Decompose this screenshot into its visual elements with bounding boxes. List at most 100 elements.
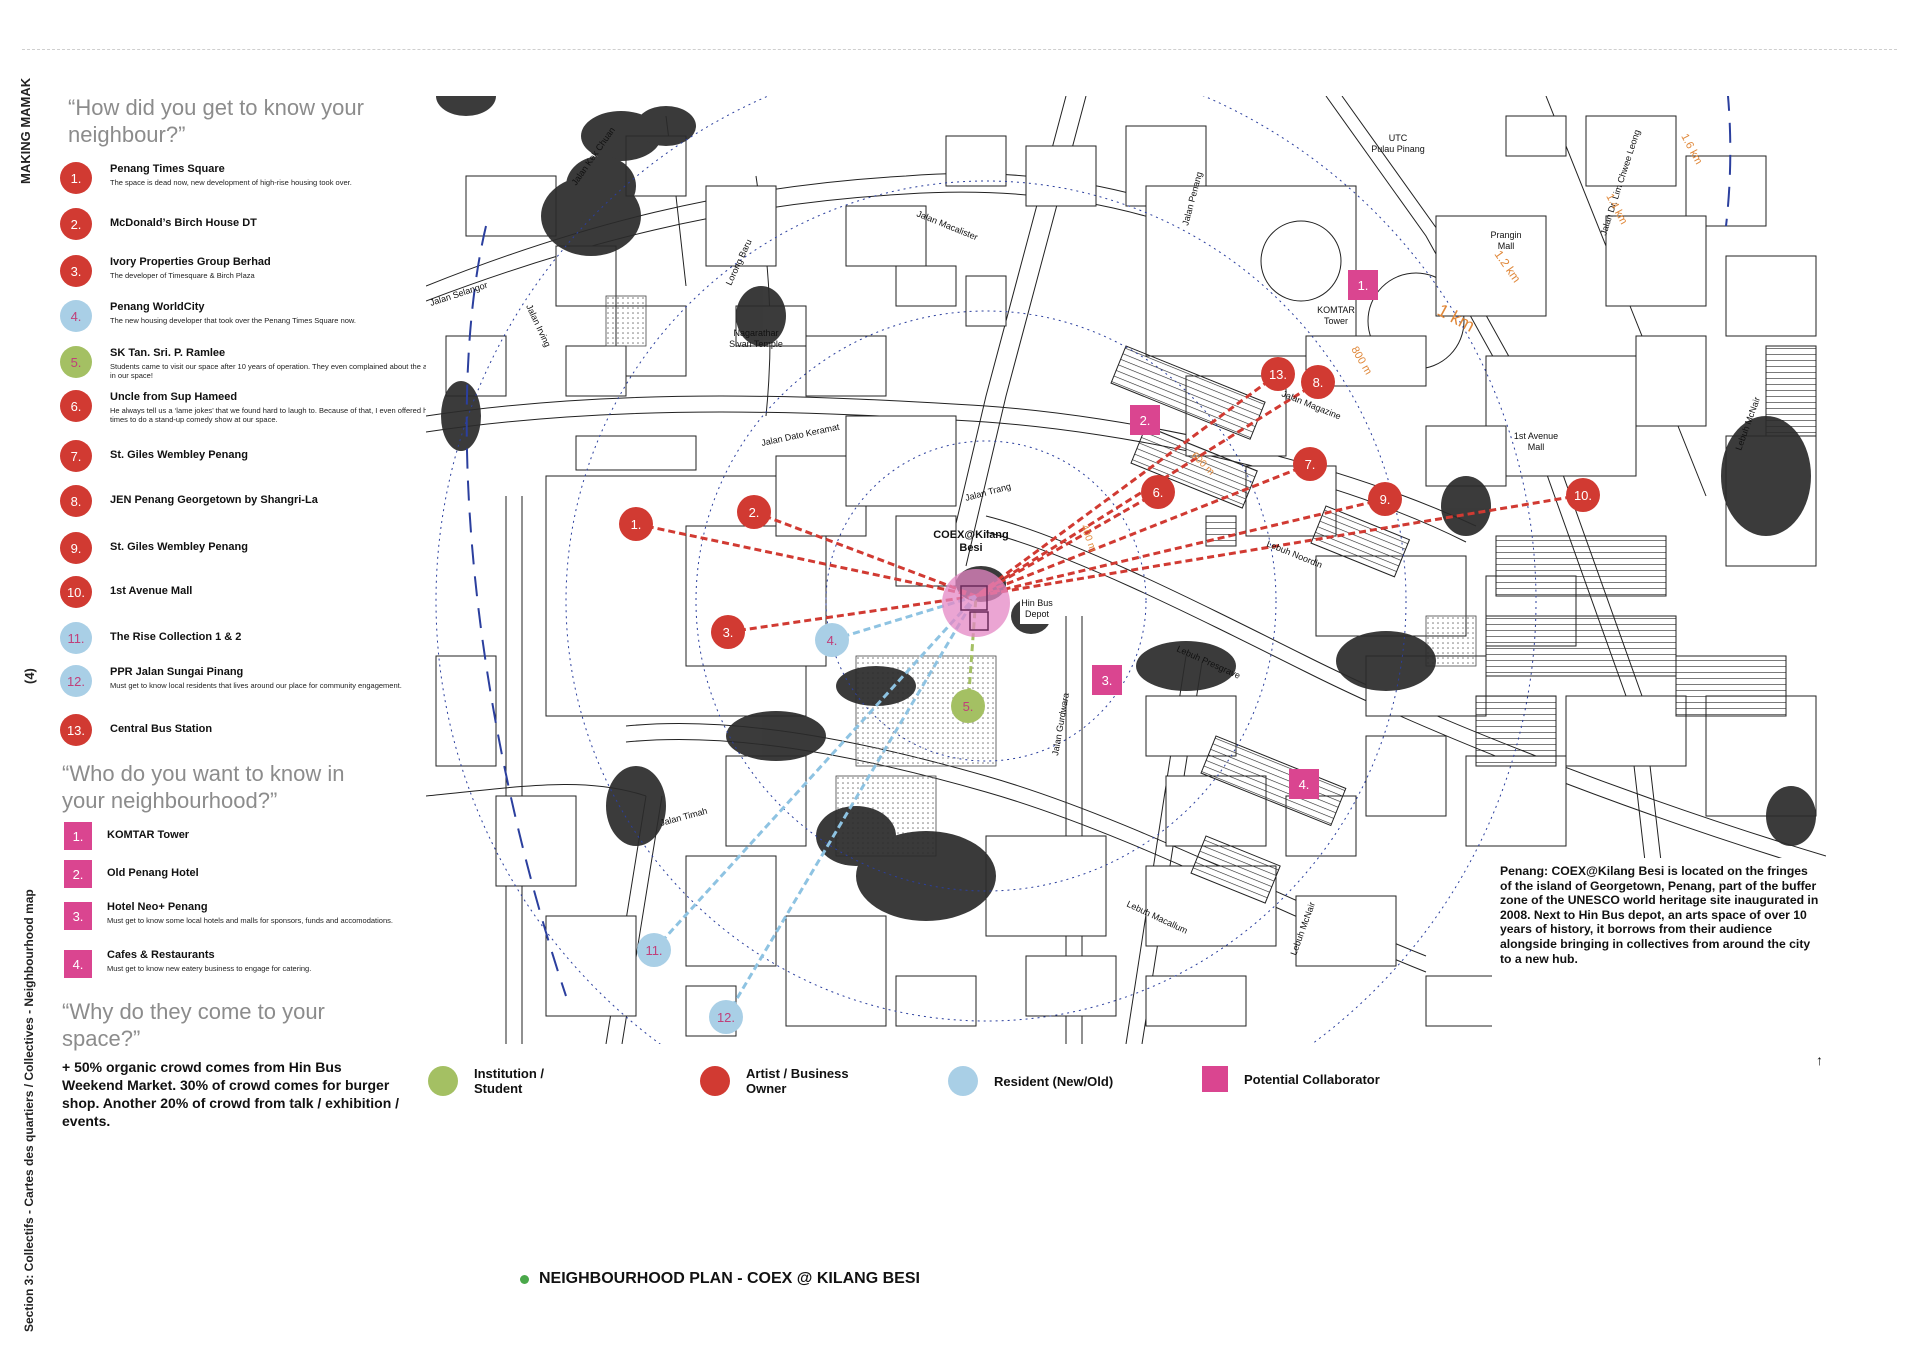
map-markers: 1.2.3.4.5.6.7.8.9.10.11.12.13.1.2.3.4. (619, 270, 1600, 1034)
legend-marker: 4. (60, 300, 92, 332)
map-marker (637, 933, 671, 967)
map-marker-label: 11. (645, 943, 662, 958)
legend-item-name: SK Tan. Sri. P. Ramlee (110, 347, 226, 359)
legend-item: 7. St. Giles Wembley Penang (60, 440, 420, 476)
legend-item-name: Penang Times Square (110, 163, 225, 175)
map-marker-label: 3. (1102, 673, 1113, 688)
first-avenue-label: 1st Avenue (1514, 431, 1558, 441)
legend-item: 9. St. Giles Wembley Penang (60, 532, 420, 568)
collaborator-desc: Must get to know new eatery business to … (107, 964, 312, 973)
legend-item-desc: The new housing developer that took over… (110, 316, 356, 325)
top-divider (22, 49, 1897, 50)
legend-item-name: Ivory Properties Group Berhad (110, 256, 271, 268)
legend-item-name: Penang WorldCity (110, 301, 205, 313)
legend-artist-swatch (700, 1066, 730, 1096)
terrace-rows (1110, 345, 1817, 904)
map-marker-label: 8. (1313, 375, 1324, 390)
north-arrow: ↑ (1816, 1052, 1823, 1068)
connection-line (727, 594, 977, 634)
map-marker (1130, 405, 1160, 435)
coex-site-highlight (942, 569, 1010, 637)
legend-marker: 8. (60, 485, 92, 517)
legend-item-name: JEN Penang Georgetown by Shangri-La (110, 494, 318, 506)
collaborator-item: 1. KOMTAR Tower (60, 820, 420, 856)
connection-line (975, 372, 1279, 598)
legend-item-name: St. Giles Wembley Penang (110, 449, 248, 461)
legend-item-name: PPR Jalan Sungai Pinang (110, 666, 244, 678)
legend-institution-label: Institution / Student (474, 1066, 545, 1096)
map-marker-label: 4. (1299, 777, 1310, 792)
map-marker-label: 7. (1305, 457, 1316, 472)
map-marker (1092, 665, 1122, 695)
info-box (1492, 858, 1826, 1044)
legend-collaborator: Potential Collaborator (1202, 1066, 1444, 1092)
section-label: Section 3: Collectifs - Cartes des quart… (22, 889, 36, 1332)
komtar-label: KOMTAR (1317, 305, 1355, 315)
collaborator-marker: 4. (64, 950, 92, 978)
map-marker-label: 12. (717, 1010, 735, 1025)
legend-item-name: McDonald’s Birch House DT (110, 217, 257, 229)
legend-item-desc: He always tell us a ‘lame jokes’ that we… (110, 406, 456, 424)
nagarathar-label: Nagarathar (733, 328, 778, 338)
map-marker (619, 507, 653, 541)
connection-line (724, 595, 978, 1018)
legend-collaborator-label: Potential Collaborator (1244, 1071, 1380, 1087)
question-3: “Why do they come to your space?” (62, 999, 325, 1051)
caption-text: NEIGHBOURHOOD PLAN - COEX @ KILANG BESI (539, 1270, 920, 1287)
map-marker-label: 10. (1574, 488, 1592, 503)
hin-bus-label: Hin Bus (1021, 598, 1053, 608)
legend-item: 2.McDonald’s Birch House DT (60, 208, 420, 244)
hin-bus-building (969, 611, 989, 631)
coex-label-2: Besi (959, 542, 982, 554)
collaborator-name: Hotel Neo+ Penang (107, 901, 208, 913)
map-marker (1293, 447, 1327, 481)
crowd-description: + 50% organic crowd comes from Hin Bus W… (62, 1059, 400, 1129)
legend-marker: 9. (60, 532, 92, 564)
km-ring-west (465, 225, 567, 997)
legend-marker: 10. (60, 576, 92, 608)
connection-line (635, 522, 977, 598)
legend-institution: Institution / Student (428, 1066, 574, 1096)
legend-item-name: St. Giles Wembley Penang (110, 541, 248, 553)
map-marker (737, 495, 771, 529)
legend-artist: Artist / Business Owner (700, 1066, 866, 1096)
legend-item: 11.The Rise Collection 1 & 2 (60, 622, 420, 658)
legend-institution-swatch (428, 1066, 458, 1096)
collaborator-marker: 1. (64, 822, 92, 850)
legend-artist-label: Artist / Business Owner (746, 1066, 849, 1096)
collaborator-name: KOMTAR Tower (107, 829, 190, 841)
map-marker (1368, 482, 1402, 516)
page-caption: NEIGHBOURHOOD PLAN - COEX @ KILANG BESI (520, 1270, 920, 1288)
map-marker (1141, 475, 1175, 509)
info-text: Penang: COEX@Kilang Besi is located on t… (1500, 864, 1819, 966)
prangin-label: Prangin (1490, 230, 1521, 240)
collaborator-marker: 3. (64, 902, 92, 930)
map-marker (709, 1000, 743, 1034)
legend-marker: 6. (60, 390, 92, 422)
connection-line (975, 493, 1584, 598)
legend-collaborator-swatch (1202, 1066, 1228, 1092)
hin-bus-label-2: Depot (1025, 609, 1050, 619)
map-marker-label: 6. (1153, 485, 1164, 500)
neighbourhood-map: 1.2.3.4.5.6.7.8.9.10.11.12.13.1.2.3.4. C… (426, 96, 1826, 1044)
map-marker (815, 623, 849, 657)
tree-clusters (436, 96, 1816, 921)
collaborator-name: Old Penang Hotel (107, 867, 199, 879)
map-marker-label: 2. (749, 505, 760, 520)
coex-label: COEX@Kilang (933, 529, 1009, 541)
question-2: “Who do you want to know in your neighbo… (62, 761, 345, 813)
komtar-label-2: Tower (1324, 316, 1348, 326)
map-marker (1301, 365, 1335, 399)
legend-marker: 1. (60, 162, 92, 194)
map-marker-label: 9. (1380, 492, 1391, 507)
map-marker (711, 615, 745, 649)
legend-marker: 7. (60, 440, 92, 472)
distance-rings (435, 96, 1537, 1044)
legend-resident-label: Resident (New/Old) (994, 1073, 1114, 1089)
map-marker-label: 2. (1140, 413, 1151, 428)
legend-item: 13.Central Bus Station (60, 714, 420, 750)
legend-resident: Resident (New/Old) (948, 1066, 1194, 1096)
